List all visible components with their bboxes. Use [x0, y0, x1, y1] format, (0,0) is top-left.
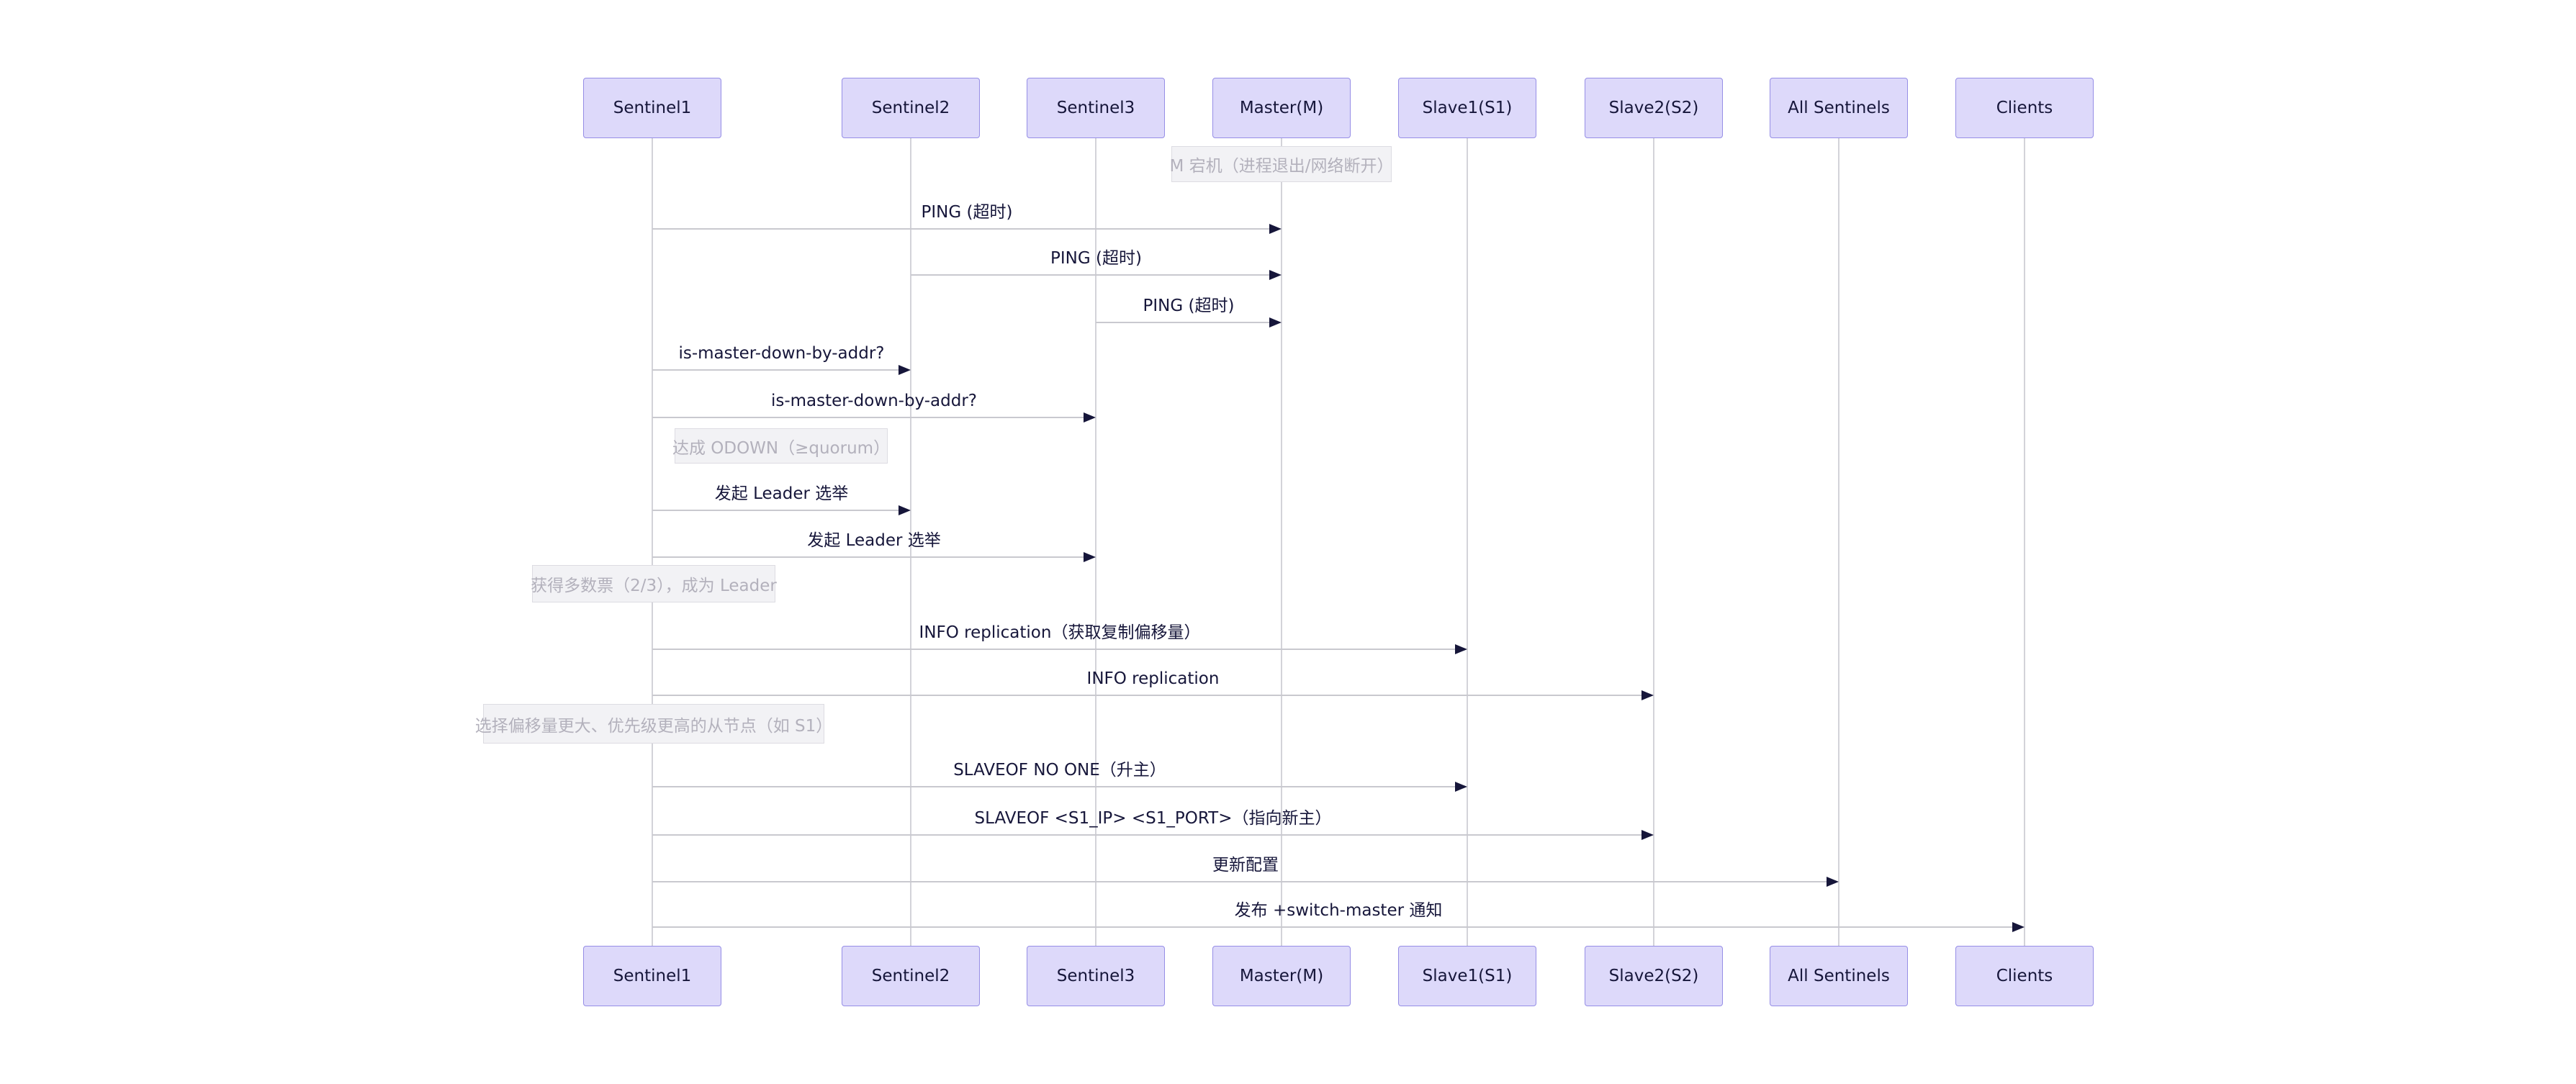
- actor-box-master-bottom: Master(M): [1212, 946, 1351, 1006]
- message-line: [652, 926, 2020, 928]
- message-line: [911, 274, 1277, 276]
- note: 选择偏移量更大、优先级更高的从节点（如 S1）: [475, 704, 832, 744]
- arrow-right-icon: [1827, 877, 1839, 887]
- lifeline-sentinel2: [910, 138, 911, 946]
- actor-box-sentinel1-top: Sentinel1: [583, 78, 721, 138]
- actor-label: Sentinel1: [613, 99, 692, 117]
- note: 获得多数票（2/3），成为 Leader: [531, 565, 777, 602]
- message-line: [652, 649, 1463, 650]
- actor-box-sentinel3-top: Sentinel3: [1027, 78, 1165, 138]
- lifeline-all-sentinels: [1838, 138, 1839, 946]
- arrow-right-icon: [1641, 690, 1654, 700]
- arrow-right-icon: [899, 505, 911, 515]
- actor-box-all-sentinels-top: All Sentinels: [1770, 78, 1908, 138]
- note: M 宕机（进程退出/网络断开）: [1170, 146, 1393, 182]
- message-label: 更新配置: [1212, 856, 1279, 875]
- message-label: 发起 Leader 选举: [807, 531, 941, 550]
- lifeline-slave1: [1467, 138, 1468, 946]
- arrow-right-icon: [1084, 552, 1096, 562]
- actor-box-sentinel1-bottom: Sentinel1: [583, 946, 721, 1006]
- message-line: [1096, 322, 1277, 323]
- message-label: 发起 Leader 选举: [714, 484, 849, 503]
- message-line: [652, 834, 1649, 836]
- message-line: [652, 881, 1834, 882]
- actor-box-sentinel2-top: Sentinel2: [842, 78, 980, 138]
- message-label: INFO replication（获取复制偏移量）: [919, 623, 1201, 642]
- actor-box-slave1-top: Slave1(S1): [1398, 78, 1536, 138]
- lifeline-slave2: [1653, 138, 1654, 946]
- arrow-right-icon: [1455, 644, 1467, 654]
- message-line: [652, 556, 1091, 558]
- message-label: SLAVEOF NO ONE（升主）: [953, 761, 1166, 780]
- message-label: is-master-down-by-addr?: [770, 392, 978, 410]
- actor-label: Slave1(S1): [1422, 967, 1513, 985]
- actor-label: All Sentinels: [1788, 967, 1890, 985]
- actor-label: Sentinel2: [871, 967, 950, 985]
- actor-label: Slave2(S2): [1608, 99, 1699, 117]
- message-label: is-master-down-by-addr?: [678, 344, 885, 363]
- arrow-right-icon: [1084, 412, 1096, 423]
- arrow-right-icon: [1269, 224, 1282, 234]
- actor-box-sentinel3-bottom: Sentinel3: [1027, 946, 1165, 1006]
- message-label: INFO replication: [1086, 669, 1220, 688]
- actor-box-slave1-bottom: Slave1(S1): [1398, 946, 1536, 1006]
- lifeline-sentinel1: [652, 138, 653, 946]
- actor-label: Master(M): [1239, 99, 1324, 117]
- message-line: [652, 228, 1277, 230]
- actor-box-clients-top: Clients: [1955, 78, 2094, 138]
- actor-label: Sentinel3: [1056, 99, 1135, 117]
- actor-label: Slave2(S2): [1608, 967, 1699, 985]
- arrow-right-icon: [1269, 317, 1282, 328]
- lifeline-master: [1281, 138, 1282, 946]
- actor-box-clients-bottom: Clients: [1955, 946, 2094, 1006]
- message-line: [652, 417, 1091, 418]
- message-line: [652, 369, 906, 371]
- arrow-right-icon: [899, 365, 911, 375]
- arrow-right-icon: [1641, 830, 1654, 840]
- actor-label: Sentinel2: [871, 99, 950, 117]
- actor-box-all-sentinels-bottom: All Sentinels: [1770, 946, 1908, 1006]
- actor-box-sentinel2-bottom: Sentinel2: [842, 946, 980, 1006]
- message-line: [652, 510, 906, 511]
- message-label: PING (超时): [921, 203, 1013, 222]
- actor-label: Sentinel3: [1056, 967, 1135, 985]
- actor-box-master-top: Master(M): [1212, 78, 1351, 138]
- message-label: 发布 +switch-master 通知: [1234, 901, 1443, 920]
- message-line: [652, 786, 1463, 787]
- arrow-right-icon: [2012, 922, 2025, 932]
- message-label: SLAVEOF <S1_IP> <S1_PORT>（指向新主）: [974, 809, 1332, 828]
- actor-label: Clients: [1996, 967, 2053, 985]
- lifeline-clients: [2024, 138, 2025, 946]
- arrow-right-icon: [1269, 270, 1282, 280]
- message-line: [652, 695, 1649, 696]
- actor-label: Sentinel1: [613, 967, 692, 985]
- actor-label: Master(M): [1239, 967, 1324, 985]
- message-label: PING (超时): [1143, 297, 1235, 315]
- actor-box-slave2-bottom: Slave2(S2): [1585, 946, 1723, 1006]
- actor-label: Clients: [1996, 99, 2053, 117]
- message-label: PING (超时): [1050, 249, 1142, 268]
- note: 达成 ODOWN（≥quorum）: [672, 428, 890, 464]
- lifeline-sentinel3: [1095, 138, 1096, 946]
- actor-label: Slave1(S1): [1422, 99, 1513, 117]
- arrow-right-icon: [1455, 782, 1467, 792]
- actor-label: All Sentinels: [1788, 99, 1890, 117]
- actor-box-slave2-top: Slave2(S2): [1585, 78, 1723, 138]
